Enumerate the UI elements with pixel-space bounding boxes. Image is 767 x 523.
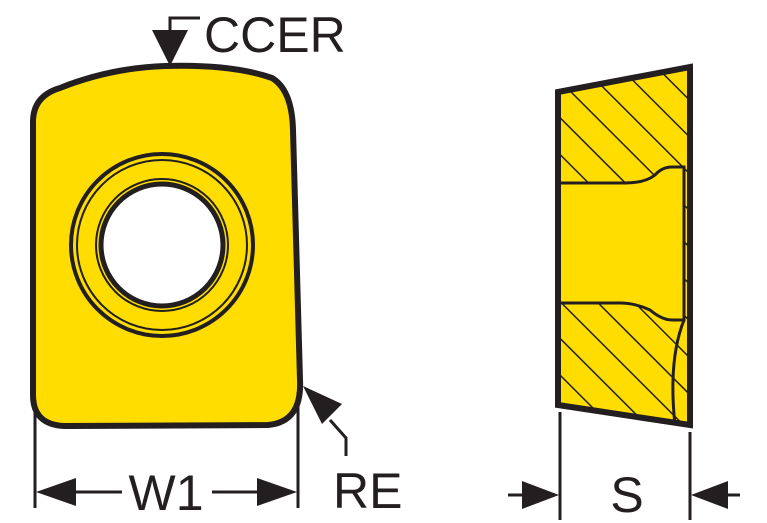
insert-top-view <box>30 62 304 430</box>
insert-section-view <box>555 63 693 429</box>
arrow-icon <box>303 386 342 424</box>
w1-label: W1 <box>129 465 204 521</box>
s-label: S <box>610 467 643 523</box>
re-callout: RE <box>303 386 402 519</box>
s-dimension: S <box>508 412 740 523</box>
arrow-right-icon <box>257 478 297 506</box>
w1-dimension: W1 <box>33 392 300 521</box>
center-hole <box>98 181 226 309</box>
arrow-right-icon <box>522 481 559 509</box>
arrow-left-icon <box>36 478 76 506</box>
re-label: RE <box>333 463 402 519</box>
arrow-left-icon <box>691 481 728 509</box>
arrow-down-icon <box>152 30 188 66</box>
ccer-callout: CCER <box>152 7 346 66</box>
ccer-label: CCER <box>204 7 346 63</box>
hole-outer-ring <box>69 152 255 338</box>
